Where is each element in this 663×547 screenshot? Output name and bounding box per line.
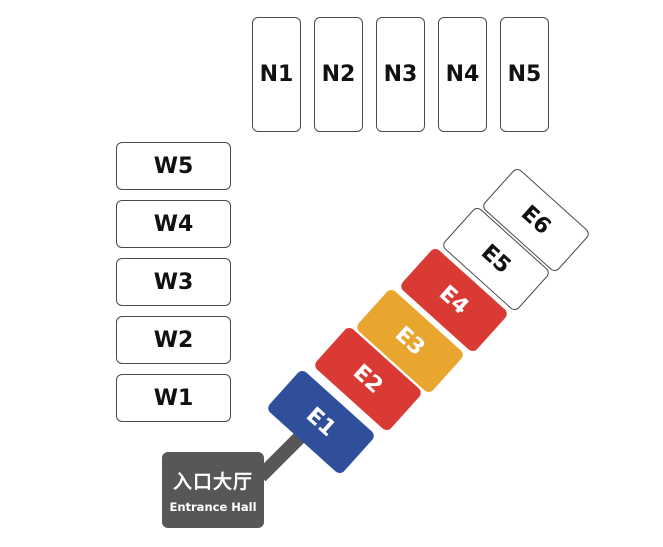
hall-w3: W3	[116, 258, 231, 306]
hall-label: W3	[153, 269, 194, 295]
hall-n5: N5	[500, 17, 549, 132]
hall-label: E4	[434, 280, 474, 320]
hall-w2: W2	[116, 316, 231, 364]
hall-label: W5	[153, 153, 194, 179]
hall-label: N4	[445, 62, 480, 87]
entrance-name-cn: 入口大厅	[172, 470, 253, 493]
hall-label: N1	[259, 62, 294, 87]
hall-label: E6	[516, 200, 556, 240]
hall-label: W1	[153, 385, 194, 411]
hall-label: N3	[383, 62, 418, 87]
hall-label: N5	[507, 62, 542, 87]
hall-w1: W1	[116, 374, 231, 422]
hall-n1: N1	[252, 17, 301, 132]
hall-label: W2	[153, 327, 194, 353]
entrance-hall: 入口大厅 Entrance Hall	[162, 452, 264, 528]
hall-n4: N4	[438, 17, 487, 132]
hall-label: E2	[348, 359, 388, 399]
hall-label: E3	[390, 321, 430, 361]
hall-label: N2	[321, 62, 356, 87]
entrance-name-en: Entrance Hall	[169, 499, 257, 514]
hall-label: E1	[301, 402, 341, 442]
hall-label: E5	[476, 239, 516, 279]
hall-label: W4	[153, 211, 194, 237]
hall-n2: N2	[314, 17, 363, 132]
hall-w4: W4	[116, 200, 231, 248]
hall-n3: N3	[376, 17, 425, 132]
hall-w5: W5	[116, 142, 231, 190]
